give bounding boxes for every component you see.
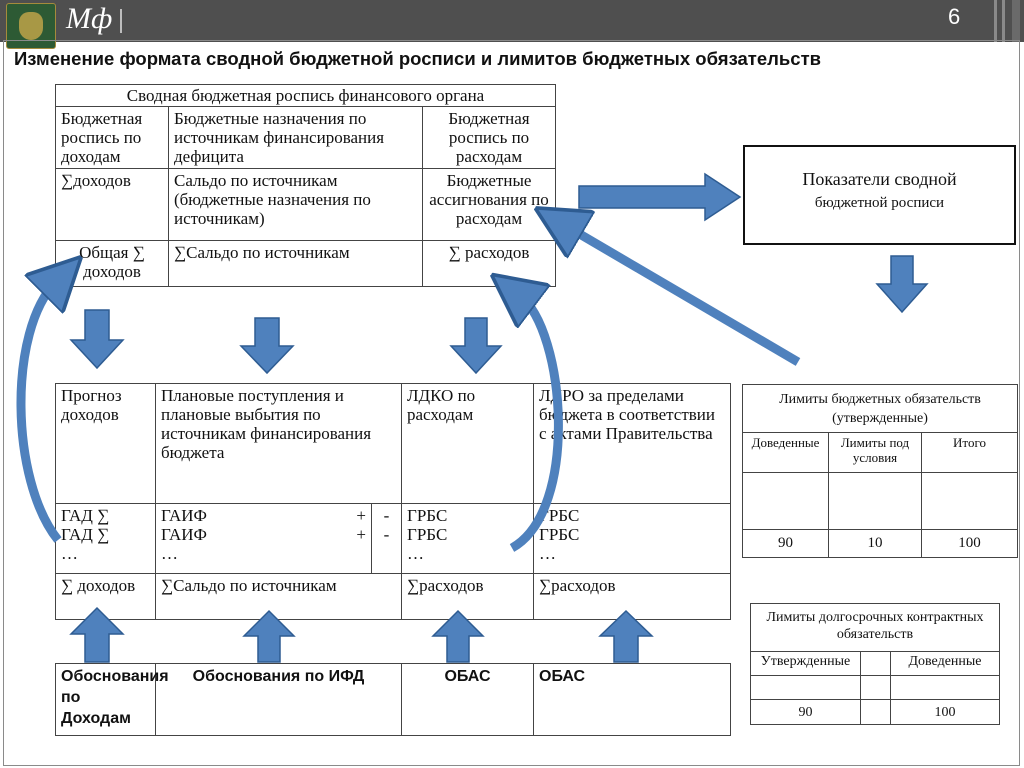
longterm-value-1: 90: [750, 699, 861, 725]
up-arrow: [431, 609, 485, 663]
emblem-logo: [6, 3, 56, 49]
sum-balance-cell: ∑Сальдо по источникам: [154, 573, 403, 620]
ldro-head: ЛДРО за пределами бюджета в соответствии…: [533, 383, 732, 504]
down-arrow: [239, 317, 295, 375]
revenue-sum-cell: ∑доходов: [55, 168, 169, 241]
indicators-line1: Показатели сводной: [802, 169, 957, 189]
obas-cell-1: ОБАС: [401, 663, 534, 736]
limits-col-conditional: Лимиты под условия: [828, 432, 922, 473]
longterm-limits-table: Лимиты долгосрочных контрактных обязател…: [750, 603, 1000, 725]
limits-value-2: 10: [828, 529, 922, 558]
gad-row-1: ГАД ∑: [61, 506, 110, 525]
longterm-col-delivered: Доведенные: [890, 651, 1000, 676]
budget-schedule-table: Сводная бюджетная роспись финансового ор…: [54, 84, 557, 287]
up-arrow: [598, 609, 654, 663]
top-bar: Мф 6: [0, 0, 1024, 49]
total-balance-cell: ∑Сальдо по источникам: [168, 240, 423, 287]
indicators-box: Показатели сводной бюджетной росписи: [743, 145, 1016, 245]
sum-revenue-cell: ∑ доходов: [55, 573, 156, 620]
gad-row-2: ГАД ∑: [61, 525, 110, 544]
minus-cell: - -: [370, 503, 403, 574]
gad-row-3: …: [61, 544, 78, 563]
grbs-row: ГРБС: [407, 506, 448, 525]
grbs-row: …: [539, 544, 557, 563]
gaif-row-2: ГАИФ: [161, 525, 207, 544]
down-arrow: [69, 309, 125, 370]
limits-col-delivered: Доведенные: [742, 432, 829, 473]
up-arrow: [242, 609, 296, 663]
forecast-head: Прогноз доходов: [55, 383, 156, 504]
financing-head: Бюджетные назначения по источникам финан…: [168, 106, 423, 169]
longterm-title: Лимиты долгосрочных контрактных обязател…: [750, 603, 1000, 652]
justifications-table: Обоснования по Доходам Обоснования по ИФ…: [55, 663, 731, 736]
grbs-cell-b: ГРБС ГРБС …: [533, 503, 732, 574]
longterm-value-2: 100: [890, 699, 1000, 725]
slide-frame: [3, 40, 1020, 766]
curved-arrow-right: [512, 296, 563, 552]
gaif-cell: ГАИФ + ГАИФ + …: [155, 503, 372, 574]
plus-sign: +: [356, 506, 366, 525]
grbs-row: ГРБС: [539, 506, 580, 525]
sum-expense-cell: ∑расходов: [401, 573, 535, 620]
corner-decoration: [990, 0, 1024, 42]
grbs-row: …: [407, 544, 425, 563]
minus-sign: -: [383, 506, 390, 525]
plus-sign: +: [356, 525, 366, 544]
up-arrow: [69, 606, 125, 663]
minus-sign: -: [383, 525, 390, 544]
sum-expense-cell-2: ∑расходов: [533, 573, 732, 620]
down-arrow: [449, 317, 503, 375]
brand-divider: [120, 9, 122, 33]
grbs-row: ГРБС: [539, 525, 580, 544]
curved-arrow-left: [16, 282, 58, 543]
limits-value-3: 100: [920, 529, 1019, 558]
expense-schedule-head: Бюджетная роспись по расходам: [421, 106, 557, 169]
obas-cell-2: ОБАС: [533, 663, 731, 736]
revenue-justification: Обоснования по Доходам: [55, 663, 169, 736]
slide-title: Изменение формата сводной бюджетной росп…: [14, 48, 821, 69]
gaif-row-1: ГАИФ: [161, 506, 207, 525]
brand-text: Мф: [66, 2, 113, 35]
balance-cell: Сальдо по источникам (бюджетные назначен…: [168, 168, 423, 241]
grbs-row: ГРБС: [407, 525, 448, 544]
ldko-head: ЛДКО по расходам: [401, 383, 535, 504]
commitment-limits-table: Лимиты бюджетных обязательств (утвержден…: [741, 384, 1019, 558]
indicators-line2: бюджетной росписи: [814, 195, 945, 211]
right-arrow: [578, 172, 742, 222]
limits-title: Лимиты бюджетных обязательств (утвержден…: [741, 384, 1019, 433]
page-number: 6: [948, 4, 961, 29]
down-arrow: [875, 255, 929, 314]
limits-value-1: 90: [742, 529, 829, 558]
gaif-row-3: …: [161, 544, 178, 563]
diagonal-arrow: [566, 226, 801, 366]
